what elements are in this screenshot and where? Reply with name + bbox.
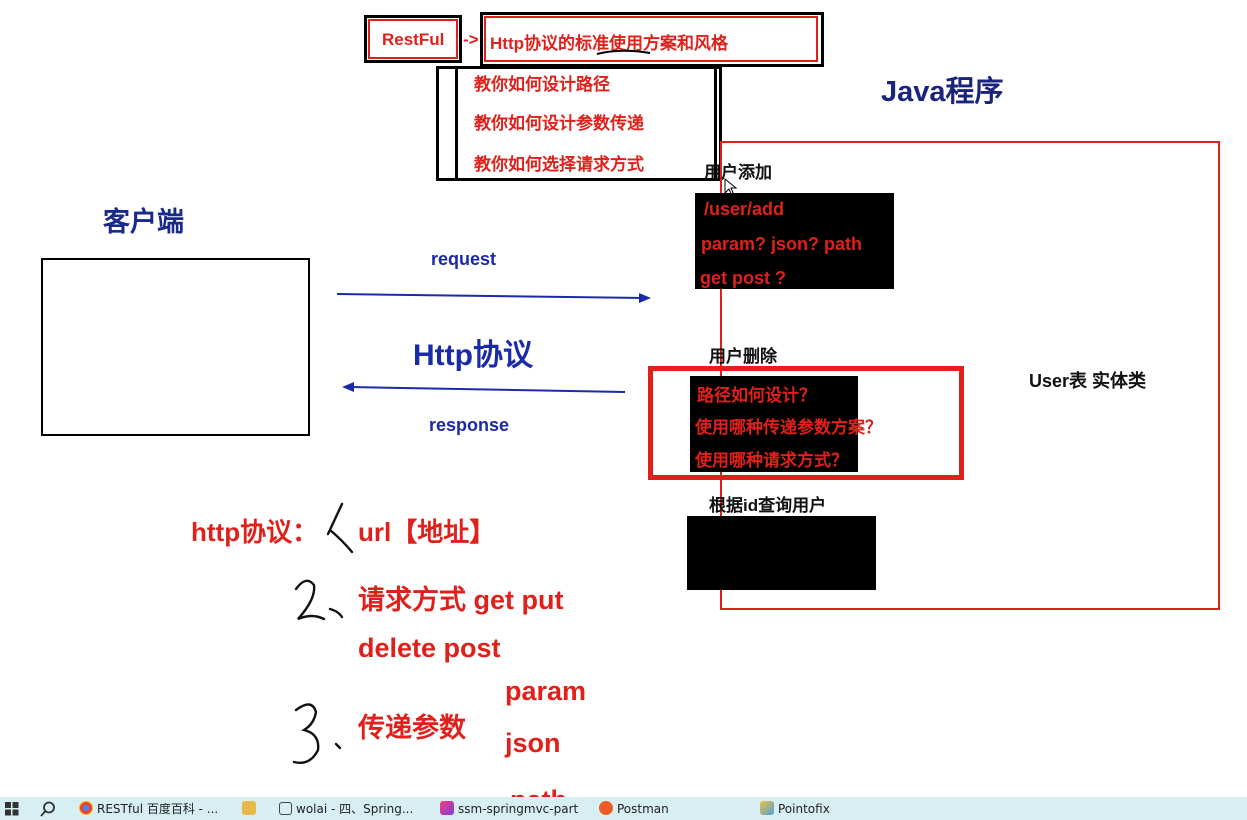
http-protocol-note: http协议： (191, 517, 319, 547)
param-item: param (505, 676, 587, 706)
taskbar-item-intellij[interactable]: ssm-springmvc-part (440, 800, 578, 818)
delete-line: 使用哪种传递参数方案？ (695, 418, 882, 438)
intellij-icon (440, 801, 454, 815)
taskbar-item-folder[interactable] (242, 800, 260, 818)
taskbar-item-postman[interactable]: Postman (599, 800, 669, 818)
user-add-label: 用户添加 (704, 163, 772, 183)
taskbar: RESTful 百度百科 - ... wolai - 四、Spring... s… (0, 797, 1247, 820)
handwritten-number-3 (292, 703, 342, 764)
taskbar-item-label: Pointofix (778, 802, 830, 816)
search-icon[interactable] (40, 801, 56, 817)
restful-inner-box (368, 19, 458, 59)
user-entity-label: User表 实体类 (1029, 371, 1147, 391)
request-arrow (336, 293, 651, 303)
teach-item: 教你如何设计路径 (474, 75, 610, 95)
restful-label: RestFul (382, 30, 445, 49)
request-label: request (431, 249, 497, 269)
http-desc-label: Http协议的标准使用方案和风格 (490, 34, 728, 53)
teach-item: 教你如何选择请求方式 (474, 155, 644, 175)
taskbar-item-wolai[interactable]: wolai - 四、Spring... (279, 800, 413, 818)
url-note: url【地址】 (358, 517, 496, 547)
http-desc-inner-box (484, 16, 818, 62)
restful-box (364, 15, 462, 63)
param-item: json (505, 728, 561, 758)
taskbar-item-pointofix[interactable]: Pointofix (760, 800, 830, 818)
params-note: 传递参数 (358, 713, 466, 743)
http-protocol-label: Http协议 (413, 339, 533, 372)
response-arrow (342, 382, 626, 393)
taskbar-item-label: ssm-springmvc-part (458, 802, 579, 816)
delete-highlight-box (648, 366, 964, 480)
taskbar-item-label: Postman (617, 802, 669, 816)
user-add-block (695, 193, 894, 289)
postman-icon (599, 801, 613, 815)
taskbar-item-label: RESTful 百度百科 - ... (97, 802, 219, 816)
delete-line: 路径如何设计？ (697, 386, 816, 406)
delete-block (690, 376, 858, 472)
java-program-box (720, 141, 1220, 610)
teach-inner-box (455, 66, 717, 181)
user-delete-label: 用户删除 (709, 347, 777, 367)
teach-outer-box (436, 66, 722, 181)
add-line: /user/add (704, 199, 785, 219)
taskbar-item-label: wolai - 四、Spring... (296, 802, 414, 816)
delete-line: 使用哪种请求方式？ (695, 451, 848, 471)
http-desc-box (480, 12, 824, 67)
windows-start-icon[interactable] (5, 802, 19, 816)
user-query-block (687, 516, 876, 590)
pointofix-icon (760, 801, 774, 815)
method-note: 请求方式 get put (358, 585, 564, 615)
client-box (41, 258, 310, 436)
restful-arrow: -> (463, 30, 479, 49)
client-title: 客户端 (103, 207, 184, 237)
user-query-label: 根据id查询用户 (709, 496, 827, 515)
underline-mark (596, 49, 651, 55)
handwritten-number-1 (326, 502, 354, 554)
folder-icon (242, 801, 256, 815)
response-label: response (429, 415, 510, 435)
handwritten-number-2 (294, 579, 344, 621)
taskbar-item-chrome[interactable]: RESTful 百度百科 - ... (79, 800, 218, 818)
method-note: delete post (358, 633, 501, 663)
wolai-icon (279, 802, 292, 815)
add-line: get post ? (700, 268, 786, 288)
chrome-icon (79, 801, 93, 815)
java-program-title: Java程序 (881, 76, 1004, 108)
add-line: param? json? path (701, 234, 863, 254)
teach-item: 教你如何设计参数传递 (474, 114, 644, 134)
